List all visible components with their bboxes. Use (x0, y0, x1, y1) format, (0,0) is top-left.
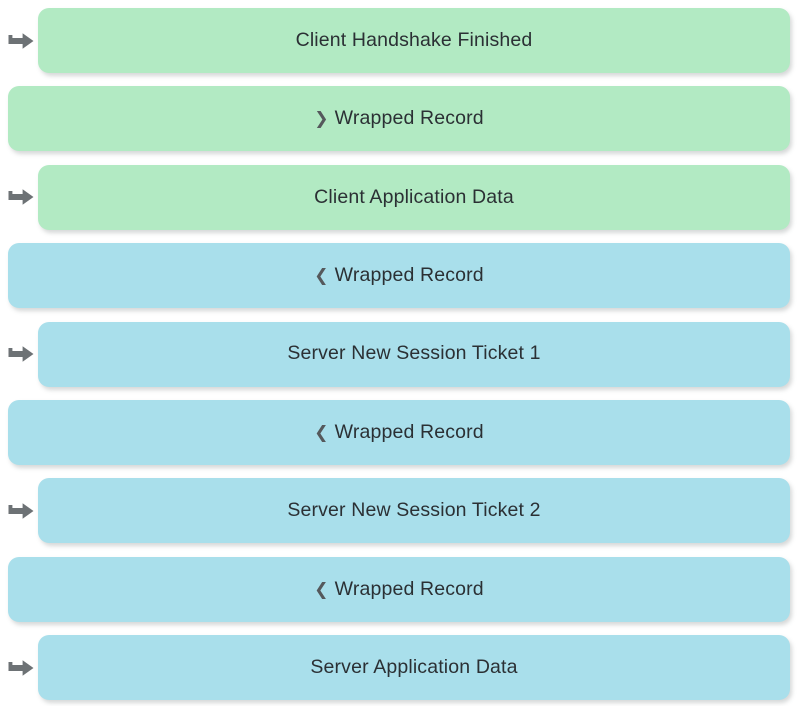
chevron-left-icon: ❮ (314, 579, 329, 599)
message-bar[interactable]: Client Application Data (38, 164, 790, 230)
flow-row: ❮Wrapped Record (0, 243, 800, 309)
flow-row: Server Application Data (0, 635, 800, 701)
message-bar[interactable]: Server New Session Ticket 1 (38, 321, 790, 387)
message-bar-text: Server Application Data (310, 655, 518, 678)
flow-row: ❮Wrapped Record (0, 400, 800, 465)
arrow-right-icon (6, 498, 36, 524)
arrow-right-icon (6, 28, 36, 54)
message-bar[interactable]: Client Handshake Finished (38, 8, 790, 73)
flow-row: ❮Wrapped Record (0, 556, 800, 622)
flow-row: Client Handshake Finished (0, 8, 800, 73)
message-bar-label: Client Application Data (314, 185, 514, 208)
arrow-right-icon (6, 655, 36, 681)
message-bar-text: Wrapped Record (334, 420, 484, 443)
message-bar[interactable]: ❮Wrapped Record (8, 556, 790, 622)
arrow-right-icon (6, 341, 36, 367)
message-bar-text: Server New Session Ticket 2 (287, 499, 541, 522)
message-bar-text: Server New Session Ticket 1 (287, 342, 541, 365)
message-bar-label: ❯Wrapped Record (314, 109, 484, 129)
message-bar[interactable]: ❮Wrapped Record (8, 400, 790, 465)
message-bar[interactable]: Server New Session Ticket 2 (38, 478, 790, 544)
message-bar-label: ❮Wrapped Record (314, 420, 484, 443)
message-bar-text: Client Application Data (314, 185, 514, 208)
message-bar-label: ❮Wrapped Record (314, 577, 484, 600)
arrow-right-icon (6, 184, 36, 210)
flow-row: ❯Wrapped Record (0, 86, 800, 152)
flow-row: Server New Session Ticket 2 (0, 478, 800, 544)
message-bar-label: ❮Wrapped Record (314, 263, 484, 286)
message-bar[interactable]: ❯Wrapped Record (8, 86, 790, 152)
message-bar[interactable]: ❮Wrapped Record (8, 243, 790, 309)
flow-row: Server New Session Ticket 1 (0, 321, 800, 387)
message-bar-label: Server Application Data (310, 655, 518, 678)
chevron-left-icon: ❮ (314, 265, 329, 285)
flow-row: Client Application Data (0, 164, 800, 230)
chevron-right-icon: ❯ (314, 109, 329, 129)
message-bar[interactable]: Server Application Data (38, 635, 790, 701)
message-bar-text: Wrapped Record (334, 577, 484, 600)
message-bar-text: Wrapped Record (334, 263, 484, 286)
chevron-left-icon: ❮ (314, 422, 329, 442)
message-bar-label: Server New Session Ticket 2 (287, 501, 540, 521)
message-bar-label: Client Handshake Finished (295, 28, 533, 51)
message-bar-text: Client Handshake Finished (295, 28, 533, 51)
message-bar-text: Wrapped Record (334, 107, 484, 130)
message-bar-label: Server New Session Ticket 1 (287, 344, 540, 364)
